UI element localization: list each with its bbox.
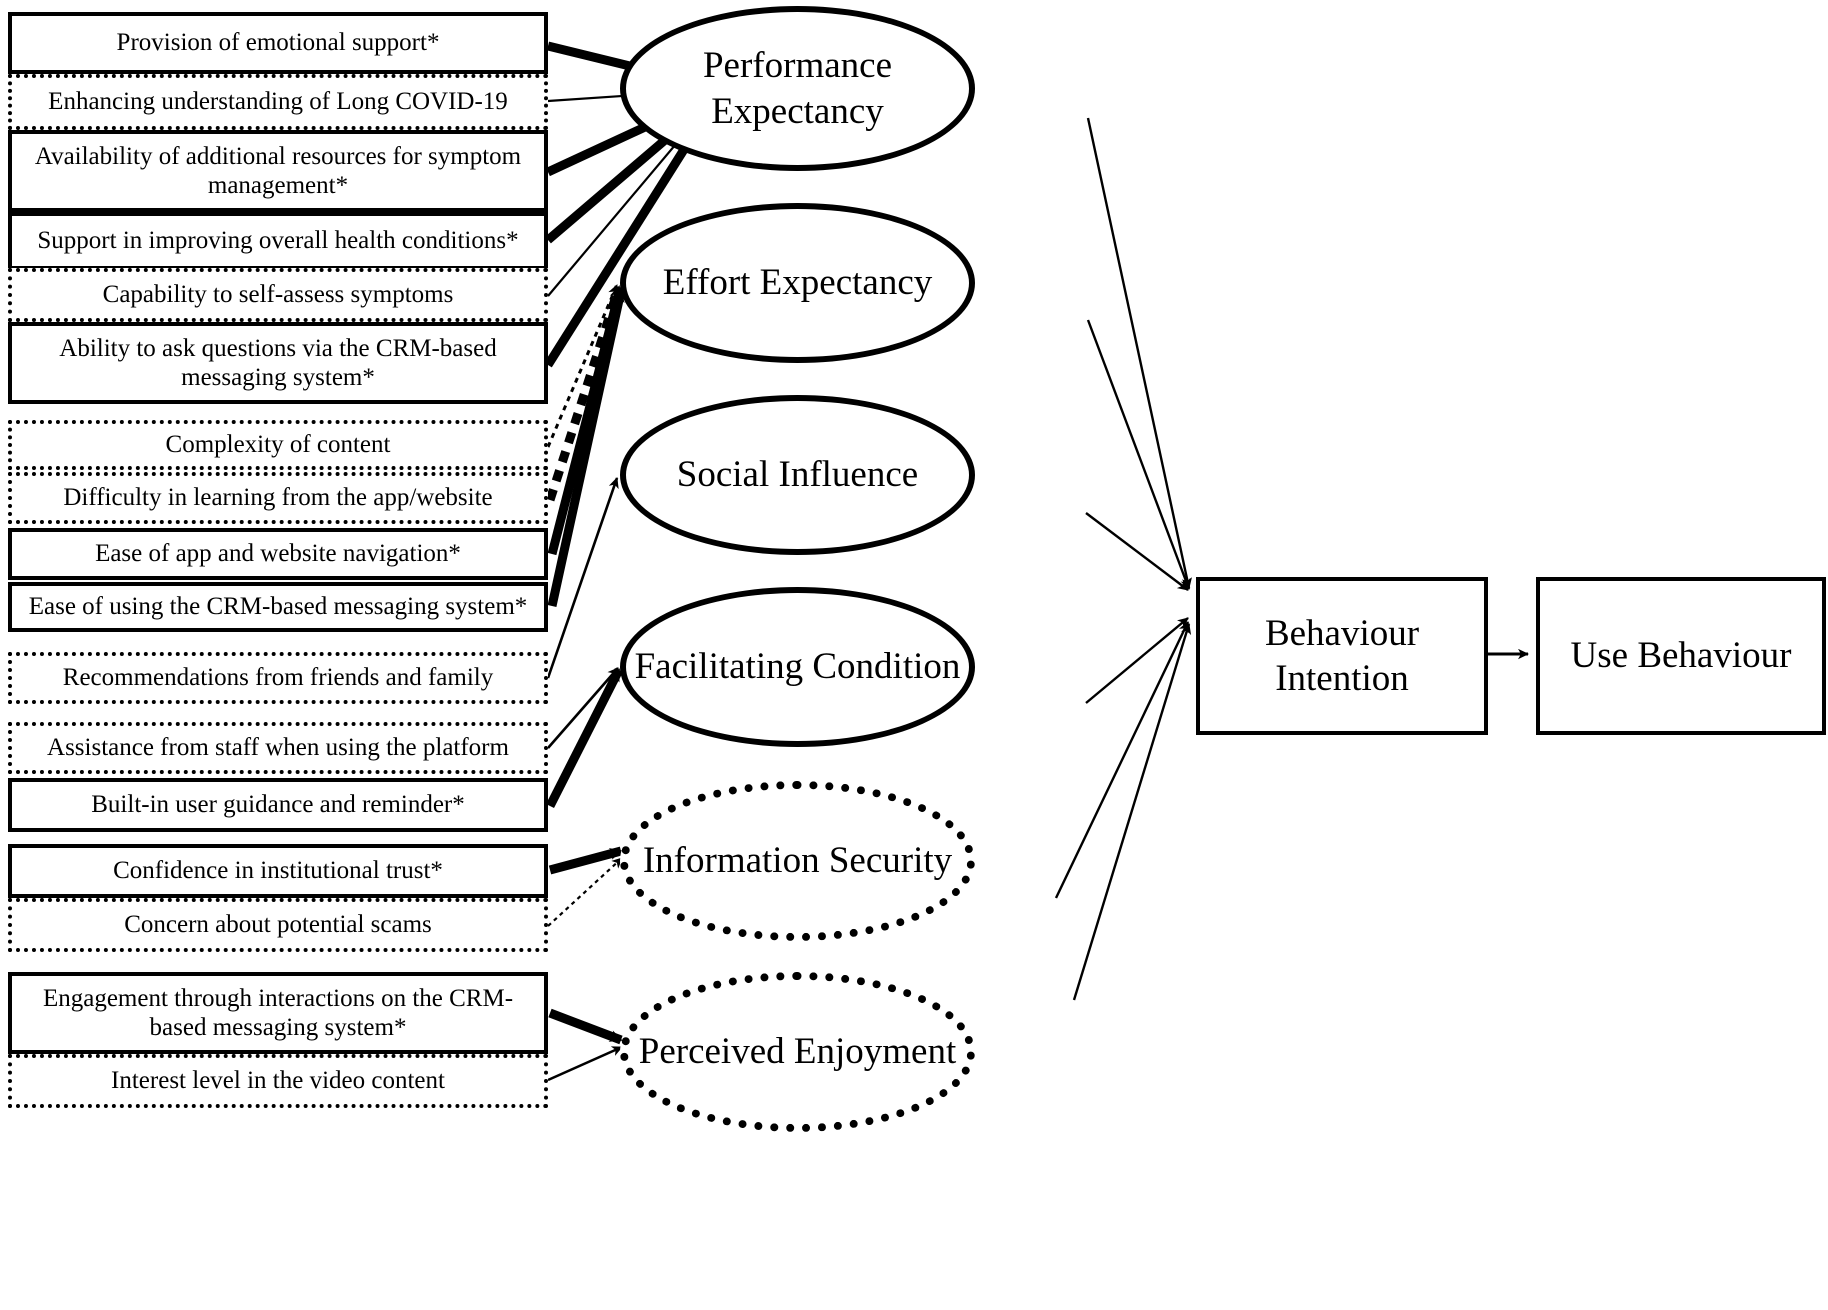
indicator-label: Capability to self-assess symptoms — [102, 281, 454, 309]
indicator-box-ease-navigation[interactable]: Ease of app and website navigation* — [8, 528, 548, 580]
indicator-box-user-guidance[interactable]: Built-in user guidance and reminder* — [8, 778, 548, 832]
edge-engagement-to-pen — [548, 1008, 623, 1045]
edge-pe-to-bi — [1086, 117, 1192, 589]
edge-staffassist-to-fc — [547, 667, 619, 749]
edge-pen-to-bi — [1072, 623, 1192, 1001]
indicator-label: Ability to ask questions via the CRM-bas… — [59, 334, 497, 392]
construct-label: Information Security — [642, 840, 953, 882]
edge-navigation-to-ee — [547, 287, 625, 556]
indicator-label: Interest level in the video content — [111, 1067, 445, 1095]
construct-label: Facilitating Condition — [634, 646, 961, 688]
construct-effort-expectancy[interactable]: Effort Expectancy — [620, 203, 975, 363]
indicator-box-overall-health[interactable]: Support in improving overall health cond… — [8, 212, 548, 270]
edge-videointerest-to-pen — [547, 1045, 623, 1082]
outcome-label: Behaviour Intention — [1264, 612, 1420, 699]
edge-fc-to-bi — [1085, 617, 1189, 704]
indicator-box-staff-assistance[interactable]: Assistance from staff when using the pla… — [8, 722, 548, 774]
indicator-label: Enhancing understanding of Long COVID-19 — [48, 88, 508, 116]
edge-recommendations-to-si — [546, 477, 619, 679]
indicator-label: Recommendations from friends and family — [62, 664, 494, 692]
construct-facilitating-condition[interactable]: Facilitating Condition — [620, 587, 975, 747]
edge-ee-to-bi — [1086, 319, 1191, 590]
construct-information-security[interactable]: Information Security — [620, 781, 975, 941]
indicator-label: Provision of emotional support* — [116, 29, 440, 57]
construct-social-influence[interactable]: Social Influence — [620, 395, 975, 555]
indicator-label: Concern about potential scams — [124, 911, 432, 939]
indicator-label: Ease of using the CRM-based messaging sy… — [28, 593, 528, 621]
indicator-box-potential-scams[interactable]: Concern about potential scams — [8, 898, 548, 952]
indicator-label: Complexity of content — [165, 431, 391, 459]
indicator-box-ask-questions-crm[interactable]: Ability to ask questions via the CRM-bas… — [8, 322, 548, 404]
edge-crmease-to-ee — [547, 289, 626, 607]
construct-label: Social Influence — [676, 454, 919, 496]
edge-difficulty-to-ee — [545, 285, 624, 502]
indicator-label: Confidence in institutional trust* — [113, 857, 443, 885]
edge-is-to-bi — [1054, 621, 1190, 899]
indicator-label: Assistance from staff when using the pla… — [47, 734, 509, 762]
outcome-label: Use Behaviour — [1570, 635, 1792, 677]
indicator-box-difficulty-learning[interactable]: Difficulty in learning from the app/webs… — [8, 472, 548, 524]
indicator-label: Difficulty in learning from the app/webs… — [63, 484, 493, 512]
indicator-label: Availability of additional resources for… — [34, 142, 522, 200]
indicator-box-self-assess[interactable]: Capability to self-assess symptoms — [8, 268, 548, 322]
indicator-box-ease-crm-messaging[interactable]: Ease of using the CRM-based messaging sy… — [8, 582, 548, 632]
indicator-box-complexity-content[interactable]: Complexity of content — [8, 420, 548, 470]
construct-perceived-enjoyment[interactable]: Perceived Enjoyment — [620, 972, 975, 1132]
outcome-box-behaviour-intention[interactable]: Behaviour Intention — [1196, 577, 1488, 735]
edge-trust-to-is — [548, 846, 623, 875]
indicator-label: Support in improving overall health cond… — [37, 227, 519, 255]
indicator-box-recommendations[interactable]: Recommendations from friends and family — [8, 652, 548, 704]
indicator-box-provision-emotional-support[interactable]: Provision of emotional support* — [8, 12, 548, 74]
indicator-box-enhancing-understanding[interactable]: Enhancing understanding of Long COVID-19 — [8, 74, 548, 130]
construct-label: Performance Expectancy — [702, 45, 892, 132]
indicator-box-engagement-crm[interactable]: Engagement through interactions on the C… — [8, 972, 548, 1054]
construct-performance-expectancy[interactable]: Performance Expectancy — [620, 6, 975, 171]
indicator-box-additional-resources[interactable]: Availability of additional resources for… — [8, 130, 548, 212]
construct-label: Effort Expectancy — [662, 262, 933, 304]
outcome-box-use-behaviour[interactable]: Use Behaviour — [1536, 577, 1826, 735]
edge-scams-to-is — [547, 857, 623, 927]
edge-si-to-bi — [1085, 512, 1189, 591]
indicator-box-institutional-trust[interactable]: Confidence in institutional trust* — [8, 844, 548, 898]
indicator-label: Engagement through interactions on the C… — [42, 984, 514, 1042]
indicator-box-video-interest[interactable]: Interest level in the video content — [8, 1054, 548, 1108]
construct-label: Perceived Enjoyment — [638, 1031, 957, 1073]
indicator-label: Ease of app and website navigation* — [95, 540, 461, 568]
edge-userguidance-to-fc — [545, 667, 624, 809]
indicator-label: Built-in user guidance and reminder* — [91, 791, 465, 819]
edge-complexity-to-ee — [546, 284, 619, 448]
